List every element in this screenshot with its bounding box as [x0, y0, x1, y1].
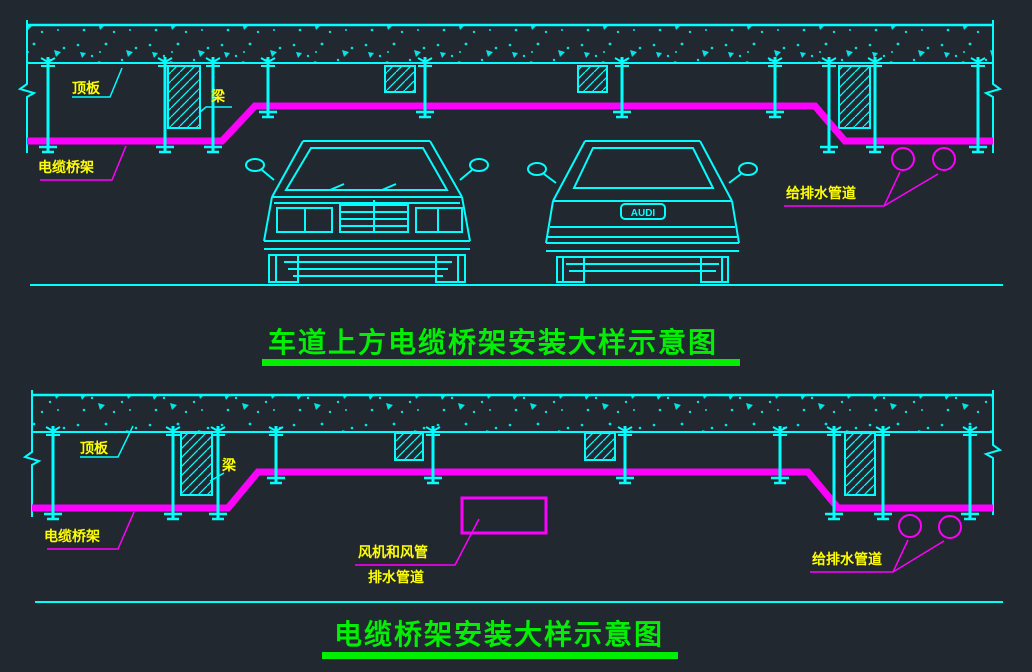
beam-section: [180, 432, 213, 496]
slab-callout: 顶板: [72, 67, 123, 98]
right-break-line: [983, 390, 1003, 515]
pipe-circle: [898, 514, 922, 538]
wheel: [435, 254, 466, 283]
beam-callout: 梁: [198, 88, 232, 114]
beam-label: 梁: [221, 457, 237, 473]
mirror-right: [738, 162, 758, 176]
beam-label: 梁: [210, 88, 226, 104]
pipe-circle: [938, 515, 962, 539]
cable-tray: [32, 468, 993, 512]
right-break-line: [983, 20, 1003, 153]
beam-section: [844, 432, 876, 496]
left-break-line: [22, 390, 42, 517]
cable-tray-label: 电缆桥架: [44, 528, 100, 544]
pipes-callout: 给排水管道: [810, 514, 962, 573]
cable-tray-callout: 电缆桥架: [44, 511, 135, 550]
cable-tray: [27, 102, 993, 145]
bottom-detail-drawing: 顶板 梁 电缆桥架 风机和风管 排水管道 给排水管道 电: [22, 390, 1003, 659]
bottom-title-underline: [322, 652, 678, 659]
beam-section-small: [577, 65, 608, 93]
mirror-left: [245, 158, 265, 172]
slab-callout: 顶板: [80, 425, 134, 458]
beam-callout: 梁: [209, 457, 237, 482]
slab-label: 顶板: [80, 440, 109, 456]
bottom-title: 电缆桥架安装大样示意图: [322, 618, 678, 659]
wheel: [268, 254, 299, 283]
pipes-callout: 给排水管道: [784, 147, 956, 207]
ceiling-slab: [27, 23, 993, 64]
beam-section-small: [584, 432, 616, 461]
beam-section: [167, 65, 201, 129]
top-title: 车道上方电缆桥架安装大样示意图: [262, 326, 740, 366]
bottom-title-text: 电缆桥架安装大样示意图: [334, 618, 664, 650]
beam-section: [838, 65, 871, 129]
car-badge: [620, 203, 666, 220]
pipes-label: 给排水管道: [812, 551, 882, 567]
drain-pipe-label: 排水管道: [368, 569, 424, 585]
air-duct: [460, 496, 548, 535]
pipe-circle: [932, 147, 956, 171]
top-title-underline: [262, 359, 740, 366]
wheel: [700, 256, 729, 283]
ceiling-slab: [32, 393, 993, 433]
duct-callout: 风机和风管 排水管道: [355, 518, 480, 585]
beam-section-small: [384, 65, 416, 93]
car-badge-text: AUDI: [631, 208, 656, 219]
top-detail-drawing: 顶板 梁 电缆桥架 给排水管道: [17, 20, 1003, 366]
car-rear-view: AUDI: [527, 140, 758, 283]
top-title-text: 车道上方电缆桥架安装大样示意图: [268, 326, 718, 358]
wheel: [556, 256, 585, 283]
pipes-label: 给排水管道: [786, 185, 856, 201]
left-break-line: [17, 20, 37, 153]
cable-tray-label: 电缆桥架: [38, 159, 94, 175]
fan-duct-label: 风机和风管: [358, 544, 428, 560]
slab-label: 顶板: [72, 80, 101, 96]
mirror-left: [527, 162, 547, 176]
cable-tray-callout: 电缆桥架: [38, 145, 127, 181]
beam-section-small: [394, 432, 424, 461]
mirror-right: [469, 158, 489, 172]
car-front-view: [245, 140, 489, 283]
pipe-circle: [891, 147, 915, 171]
